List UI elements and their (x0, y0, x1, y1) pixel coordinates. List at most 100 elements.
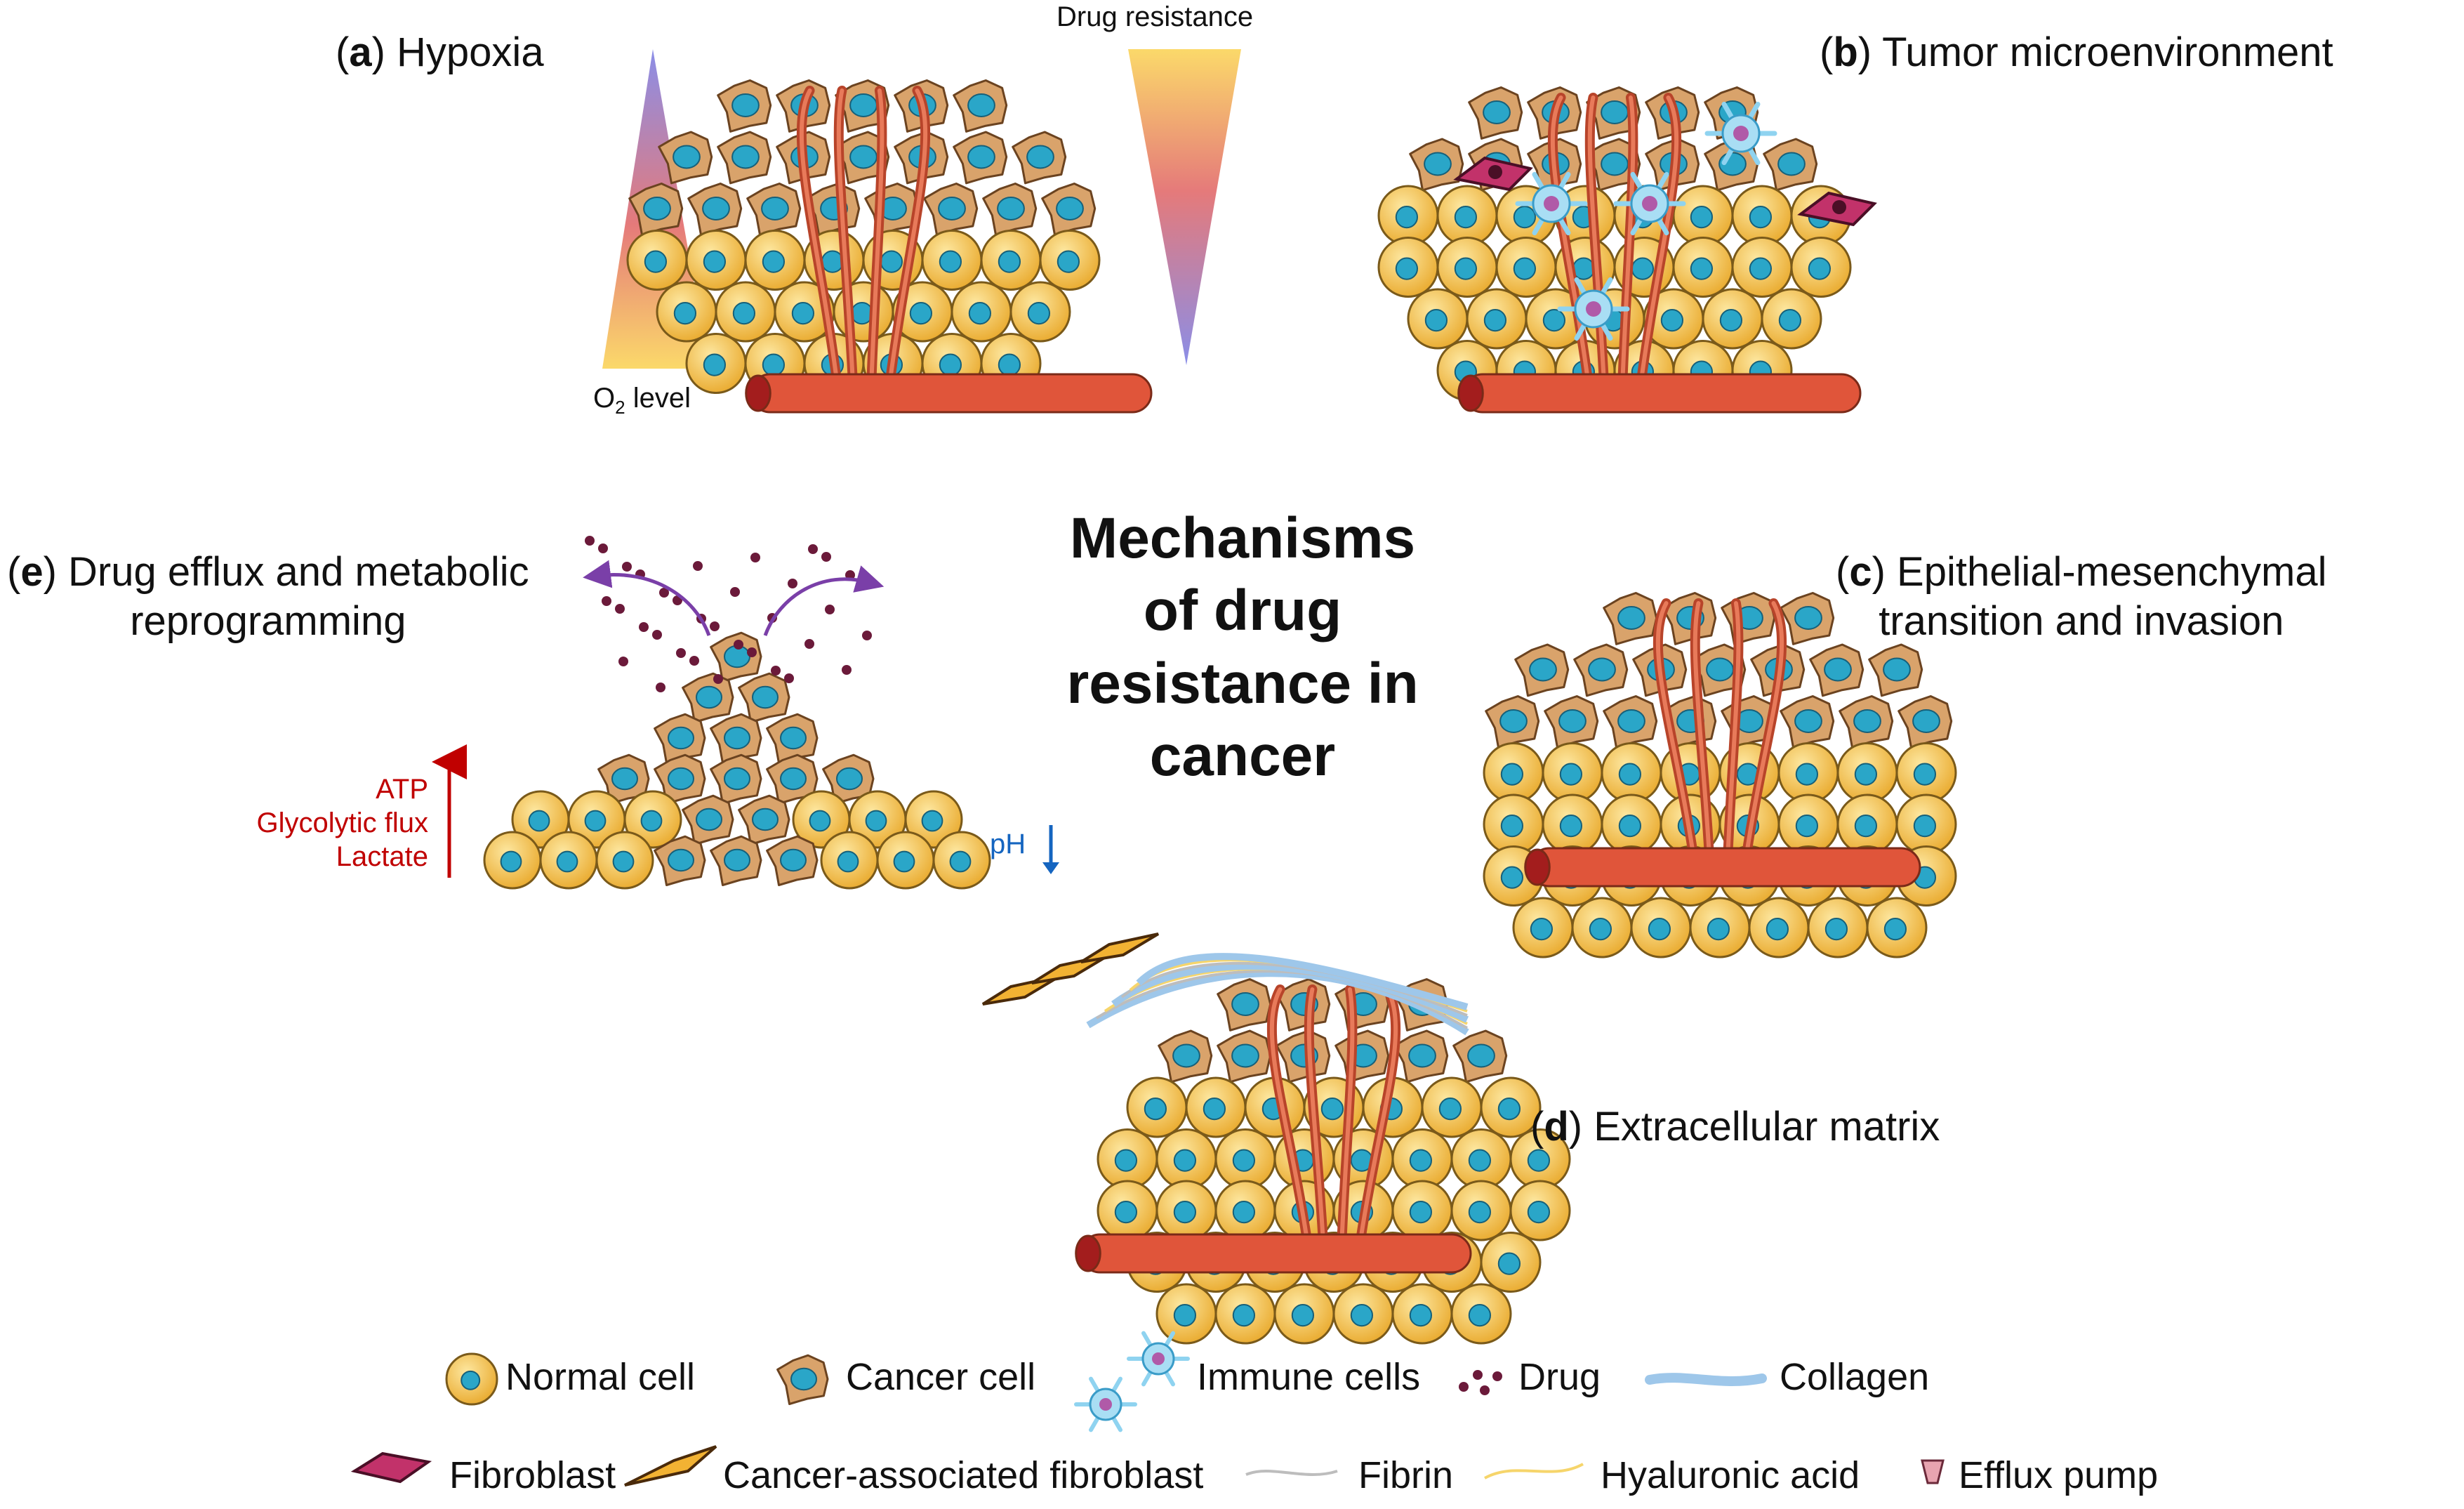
cancer-cell (953, 131, 1008, 185)
legend-fibroblast-icon (350, 1451, 432, 1484)
normal-cell (932, 831, 991, 890)
immune-cell (1704, 101, 1777, 166)
legend-immune-icon (1074, 1331, 1190, 1432)
drug-particle (659, 588, 669, 598)
blood-vessel (1075, 1233, 1472, 1274)
cancer-cell (1276, 978, 1331, 1032)
drug-resistance-label: Drug resistance (1057, 1, 1254, 32)
normal-cell (744, 230, 806, 291)
drug-particle (618, 657, 628, 666)
drug-particle (676, 648, 686, 658)
ecm-fibers (981, 933, 1469, 1036)
drug-particle (585, 536, 595, 546)
cancer-cell (710, 835, 762, 886)
normal-cell (1790, 237, 1852, 298)
normal-cell (1895, 793, 1957, 855)
normal-cell (1466, 288, 1528, 350)
normal-cell (1214, 1283, 1276, 1345)
normal-cell (1097, 1128, 1158, 1190)
efflux-arrow-right (763, 565, 885, 636)
tumor (1377, 86, 1862, 414)
cancer-cell (1839, 695, 1894, 749)
blood-vessel (1524, 847, 1921, 888)
legend-drug: Drug (1518, 1356, 1601, 1398)
normal-cell (1155, 1128, 1217, 1190)
normal-cell (623, 790, 682, 849)
normal-cell (685, 230, 747, 291)
drug-particle (693, 561, 703, 571)
legend-fibrin-icon (1245, 1470, 1338, 1476)
normal-cell (980, 230, 1042, 291)
cancer-cell (766, 835, 819, 886)
cancer-cell (1452, 1029, 1508, 1083)
normal-cell (1542, 793, 1603, 855)
normal-cell (1097, 1180, 1158, 1241)
normal-cell (483, 831, 542, 890)
cancer-cell (710, 713, 762, 764)
normal-cell (1495, 237, 1557, 298)
cancer-cell (682, 672, 734, 723)
drug-particle (602, 596, 611, 606)
legend-fibroblast: Fibroblast (449, 1454, 616, 1496)
normal-cell (445, 1352, 498, 1406)
drug-particle (710, 621, 720, 631)
legend-drug-dot (1473, 1370, 1483, 1380)
normal-cell (1731, 185, 1793, 246)
cancer-cell (766, 753, 819, 805)
cancer-cell (776, 1354, 829, 1405)
cancer-cell (1393, 1029, 1449, 1083)
immune-cell (1557, 277, 1630, 341)
normal-cell (1807, 897, 1869, 958)
cancer-cell (1603, 592, 1658, 645)
normal-cell (921, 230, 983, 291)
normal-cell (1777, 793, 1839, 855)
normal-cell (1332, 1283, 1394, 1345)
normal-cell (1525, 288, 1587, 350)
normal-cell (1391, 1180, 1453, 1241)
cancer-cell (953, 79, 1008, 133)
normal-cell (1039, 230, 1101, 291)
glycolytic-flux-label: Glycolytic flux (256, 808, 429, 838)
tumor (1075, 978, 1571, 1345)
lactate-label: Lactate (336, 841, 428, 872)
normal-cell (1689, 897, 1751, 958)
drug-resistance-gradient-triangle (1128, 49, 1241, 365)
normal-cell (1126, 1076, 1188, 1138)
cancer-cell (738, 794, 790, 845)
normal-cell (876, 831, 935, 890)
drug-particle (639, 622, 649, 632)
legend-drug-dot (1480, 1385, 1490, 1395)
cancer-cell (1586, 138, 1641, 192)
drug-particle (652, 630, 662, 640)
normal-cell (1512, 897, 1574, 958)
immune-cell (1613, 171, 1686, 236)
cancer-cell (1544, 695, 1599, 749)
drug-particle (656, 683, 665, 692)
caf (1080, 933, 1160, 963)
normal-cell (1009, 281, 1071, 343)
blood-vessel (745, 373, 1153, 414)
normal-cell (1391, 1128, 1453, 1190)
panel-b-label: (b) Tumor microenvironment (1820, 29, 2333, 75)
metabolic-up-list: ATP Glycolytic flux Lactate (253, 772, 429, 874)
drug-particle (747, 647, 757, 657)
normal-cell (1643, 288, 1704, 350)
legend-hyaluronic-icon (1484, 1463, 1584, 1480)
normal-cell (595, 831, 654, 890)
legend-drug-dot (1459, 1382, 1469, 1392)
cancer-cell (1780, 695, 1835, 749)
normal-cell (1509, 1128, 1571, 1190)
normal-cell (567, 790, 626, 849)
vessel-branches (796, 86, 931, 384)
cancer-cell (654, 835, 706, 886)
cancer-cell (1217, 978, 1272, 1032)
drug-particle (825, 605, 835, 614)
cancer-cell (1158, 1029, 1213, 1083)
cancer-cell (822, 753, 875, 805)
normal-cell (1480, 1076, 1542, 1138)
normal-cell (511, 790, 570, 849)
fibroblast (1453, 156, 1533, 192)
drug-particle (821, 552, 831, 562)
